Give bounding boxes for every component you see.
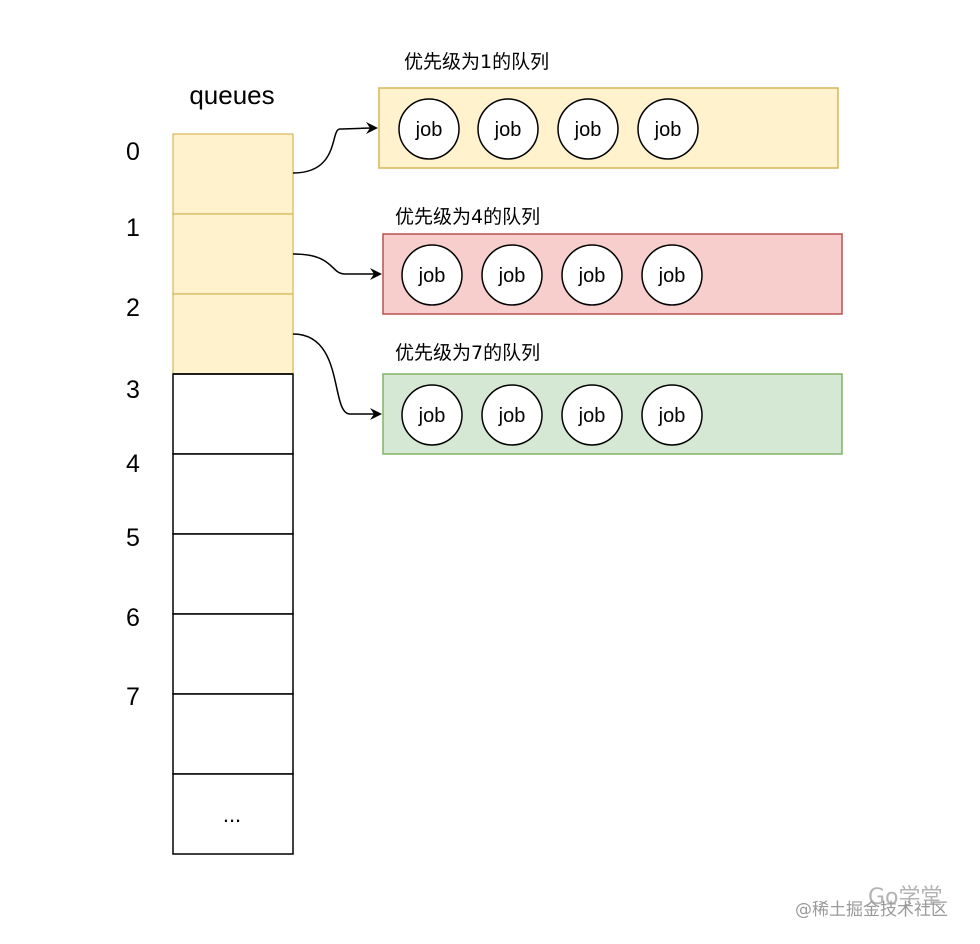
priority-queue-1: 优先级为1的队列 job job job job	[378, 51, 839, 169]
priority-queue-3: 优先级为7的队列 job job job job	[382, 342, 843, 455]
index-label-0: 0	[126, 138, 140, 166]
queue-slot-0	[172, 133, 294, 215]
watermark-text: @稀土掘金技术社区	[795, 900, 948, 920]
job-node	[641, 244, 703, 306]
job-node	[477, 98, 539, 160]
priority-queues: 优先级为1的队列 job job job job 优先级为4的队列 job job job job…	[378, 51, 843, 455]
job-node	[641, 384, 703, 446]
watermark: @稀土掘金技术社区 Go学堂	[795, 885, 948, 920]
job-label: job	[578, 265, 606, 287]
job-node	[637, 98, 699, 160]
job-node	[561, 384, 623, 446]
job-node	[398, 98, 460, 160]
queues-title: queues	[189, 80, 274, 110]
job-label: job	[498, 265, 526, 287]
queue-slot-ellipsis	[172, 773, 294, 855]
queue-slot-7	[172, 693, 294, 775]
priority-queue-label: 优先级为4的队列	[395, 206, 540, 228]
index-labels: 0 1 2 3 4 5 6 7	[126, 138, 140, 711]
job-node	[481, 244, 543, 306]
queue-slot-1	[172, 213, 294, 295]
index-label-6: 6	[126, 604, 140, 632]
edge-slot-1	[292, 253, 382, 280]
queue-slot-3	[172, 373, 294, 455]
job-label: job	[578, 405, 606, 427]
queue-array	[172, 133, 294, 855]
job-label: job	[418, 405, 446, 427]
index-label-4: 4	[126, 450, 140, 478]
job-label: job	[654, 119, 682, 141]
job-label: job	[415, 119, 443, 141]
job-node	[557, 98, 619, 160]
index-label-7: 7	[126, 683, 140, 711]
queue-slot-5	[172, 533, 294, 615]
index-label-1: 1	[126, 214, 140, 242]
queue-slot-4	[172, 453, 294, 535]
job-node	[401, 384, 463, 446]
index-label-5: 5	[126, 524, 140, 552]
priority-queue-label: 优先级为7的队列	[395, 342, 540, 364]
queue-edges	[292, 122, 382, 420]
job-label: job	[494, 119, 522, 141]
job-label: job	[658, 405, 686, 427]
index-label-2: 2	[126, 294, 140, 322]
priority-queue-label: 优先级为1的队列	[404, 51, 549, 73]
job-node	[561, 244, 623, 306]
ellipsis-label: ...	[223, 802, 241, 827]
edge-slot-0	[292, 122, 378, 174]
priority-queue-2: 优先级为4的队列 job job job job	[382, 206, 843, 315]
job-label: job	[498, 405, 526, 427]
index-label-3: 3	[126, 376, 140, 404]
edge-slot-2	[292, 333, 382, 420]
queue-slot-2	[172, 293, 294, 375]
job-node	[481, 384, 543, 446]
job-node	[401, 244, 463, 306]
job-label: job	[574, 119, 602, 141]
job-label: job	[658, 265, 686, 287]
job-label: job	[418, 265, 446, 287]
queue-slot-6	[172, 613, 294, 695]
watermark-overlay: Go学堂	[868, 885, 943, 910]
